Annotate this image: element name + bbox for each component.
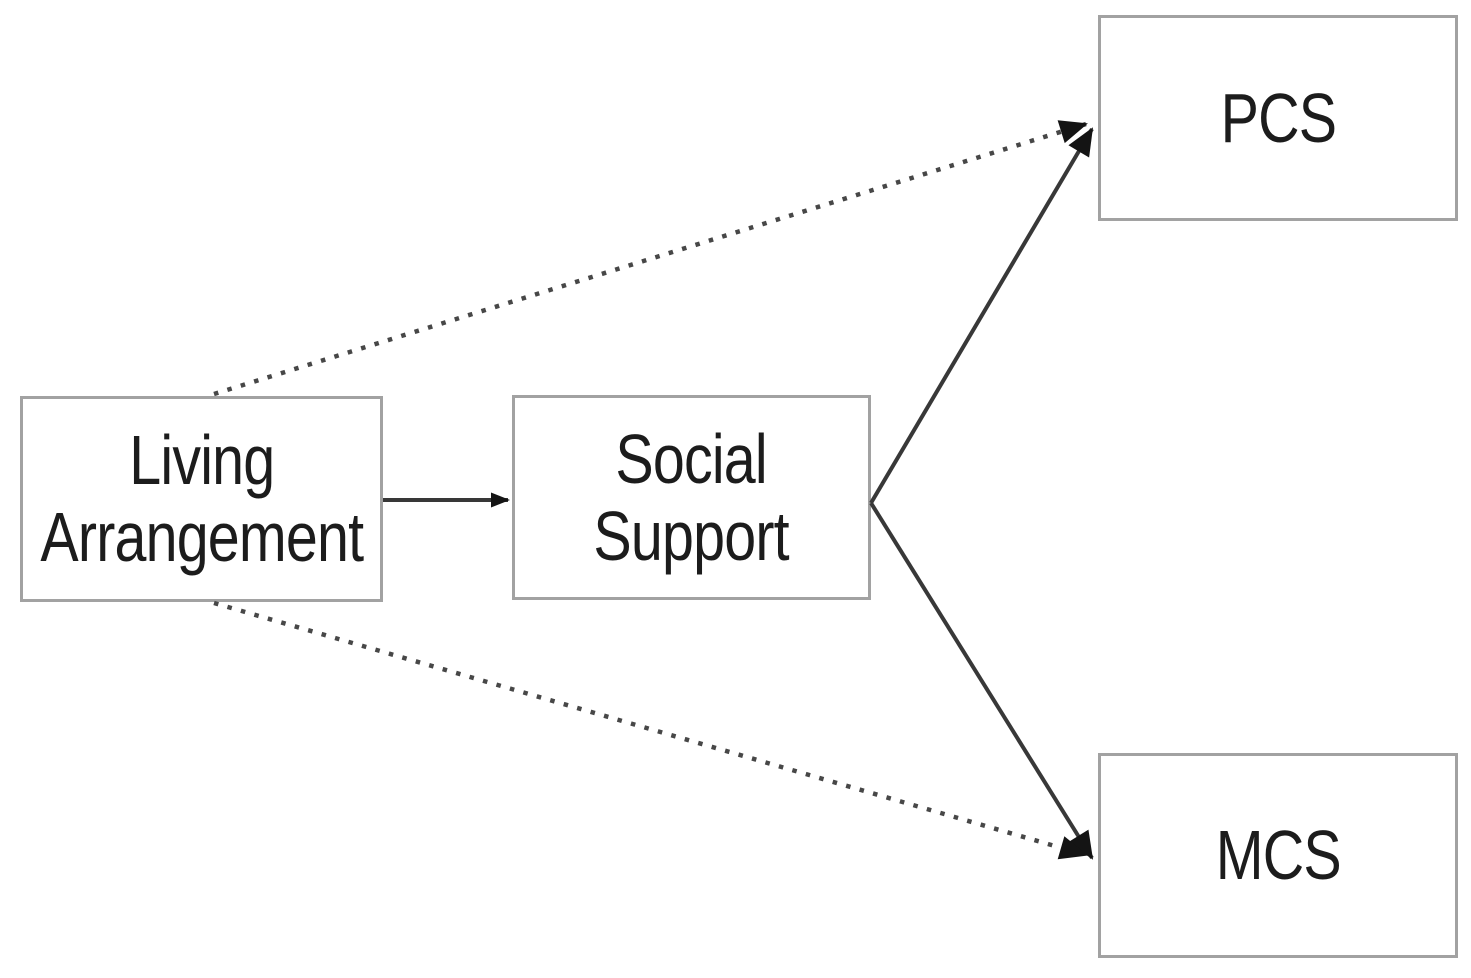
edge-social-support-to-pcs — [869, 127, 1094, 505]
node-mcs: MCS — [1098, 753, 1458, 958]
node-pcs-label: PCS — [1220, 78, 1336, 157]
node-living-arrangement-label: Living Arrangement — [40, 421, 364, 576]
node-living-arrangement: Living Arrangement — [20, 396, 383, 602]
node-mcs-label: MCS — [1215, 816, 1341, 894]
node-social-support: Social Support — [512, 395, 871, 600]
edge-living-arrangement-to-pcs-dotted — [213, 120, 1088, 397]
edge-living-arrangement-to-mcs-dotted — [213, 600, 1088, 860]
node-social-support-label: Social Support — [593, 419, 790, 575]
node-pcs: PCS — [1098, 15, 1458, 221]
edge-social-support-to-mcs — [869, 501, 1094, 860]
